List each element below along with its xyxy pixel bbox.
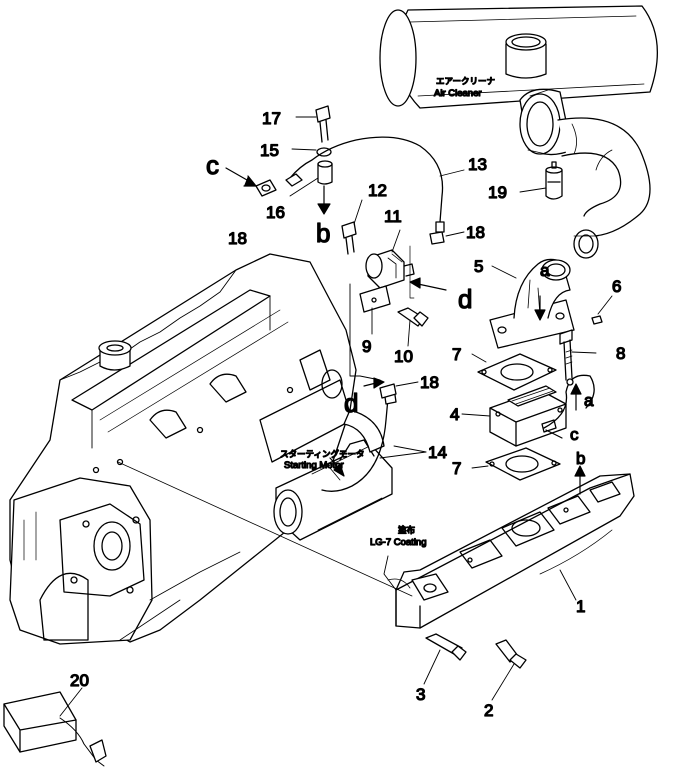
ref-c-right: c <box>570 425 579 444</box>
caption-air-cleaner: Air Cleaner <box>434 88 482 99</box>
engine-block <box>9 253 357 645</box>
arrow-marks <box>225 167 586 495</box>
label-part-14: 14 <box>428 443 447 462</box>
caption-coating-jp: 塗布 <box>398 525 415 535</box>
sensor-11 <box>365 249 415 289</box>
label-part-3: 3 <box>416 685 425 704</box>
bolt-8 <box>559 329 573 381</box>
bolt-2 <box>495 639 527 669</box>
label-part-6: 6 <box>612 277 621 296</box>
ref-d-top: d <box>458 284 472 314</box>
label-part-2: 2 <box>484 701 493 720</box>
heater-wire <box>543 374 595 429</box>
label-part-17: 17 <box>262 109 281 128</box>
caption-coating: LG-7 Coating <box>370 537 427 548</box>
label-part-12: 12 <box>368 181 387 200</box>
label-part-20: 20 <box>70 671 89 690</box>
label-part-13: 13 <box>468 155 487 174</box>
bolt-12 <box>341 221 357 255</box>
air-connector-5 <box>489 258 575 349</box>
ref-a-top: a <box>540 261 550 280</box>
air-heater-4 <box>489 385 567 447</box>
bolt-6 <box>591 315 603 325</box>
bolt-10 <box>397 307 429 327</box>
label-part-1: 1 <box>576 597 585 616</box>
caption-air-cleaner-jp: エアークリーナ <box>436 76 495 86</box>
fitting-18-right <box>429 231 445 245</box>
label-part-10: 10 <box>394 347 413 366</box>
hose-13 <box>289 136 444 223</box>
gasket-7-lower <box>485 447 561 481</box>
label-part-18-middle: 18 <box>420 373 439 392</box>
ref-d-left: d <box>344 388 358 418</box>
caption-starting-motor-jp: スターティングモータ <box>280 449 365 459</box>
bolt-3 <box>425 633 467 661</box>
label-part-7-upper: 7 <box>452 345 461 364</box>
label-part-18-left: 18 <box>228 229 247 248</box>
tool-20 <box>3 691 107 767</box>
label-part-16: 16 <box>266 203 285 222</box>
label-part-7-lower: 7 <box>452 459 461 478</box>
label-part-4: 4 <box>450 405 459 424</box>
gasket-7-upper <box>477 353 557 391</box>
caption-starting-motor: Starting Motor <box>284 460 344 471</box>
label-part-5: 5 <box>474 257 483 276</box>
bracket-9 <box>359 285 391 313</box>
sleeve-16 <box>317 160 333 185</box>
bolt-17 <box>315 105 331 143</box>
ref-b-top: b <box>316 218 330 248</box>
fitting-18-middle <box>379 383 397 399</box>
leader-lines <box>59 116 613 717</box>
intake-manifold-1 <box>387 473 635 629</box>
hose-14 <box>321 397 389 492</box>
starting-motor <box>273 409 393 541</box>
label-part-8: 8 <box>616 344 625 363</box>
fitting-18-left <box>255 179 277 197</box>
ref-a-right: a <box>584 391 594 410</box>
label-part-11: 11 <box>384 207 402 226</box>
label-part-15: 15 <box>260 141 279 160</box>
dust-indicator-19 <box>545 161 563 200</box>
label-part-9: 9 <box>362 337 371 356</box>
intake-hose <box>557 117 651 259</box>
ref-b-right: b <box>576 449 585 468</box>
air-cleaner <box>379 5 659 156</box>
ref-c-top: c <box>206 150 219 180</box>
label-part-19: 19 <box>488 183 507 202</box>
label-part-18-right: 18 <box>466 223 485 242</box>
